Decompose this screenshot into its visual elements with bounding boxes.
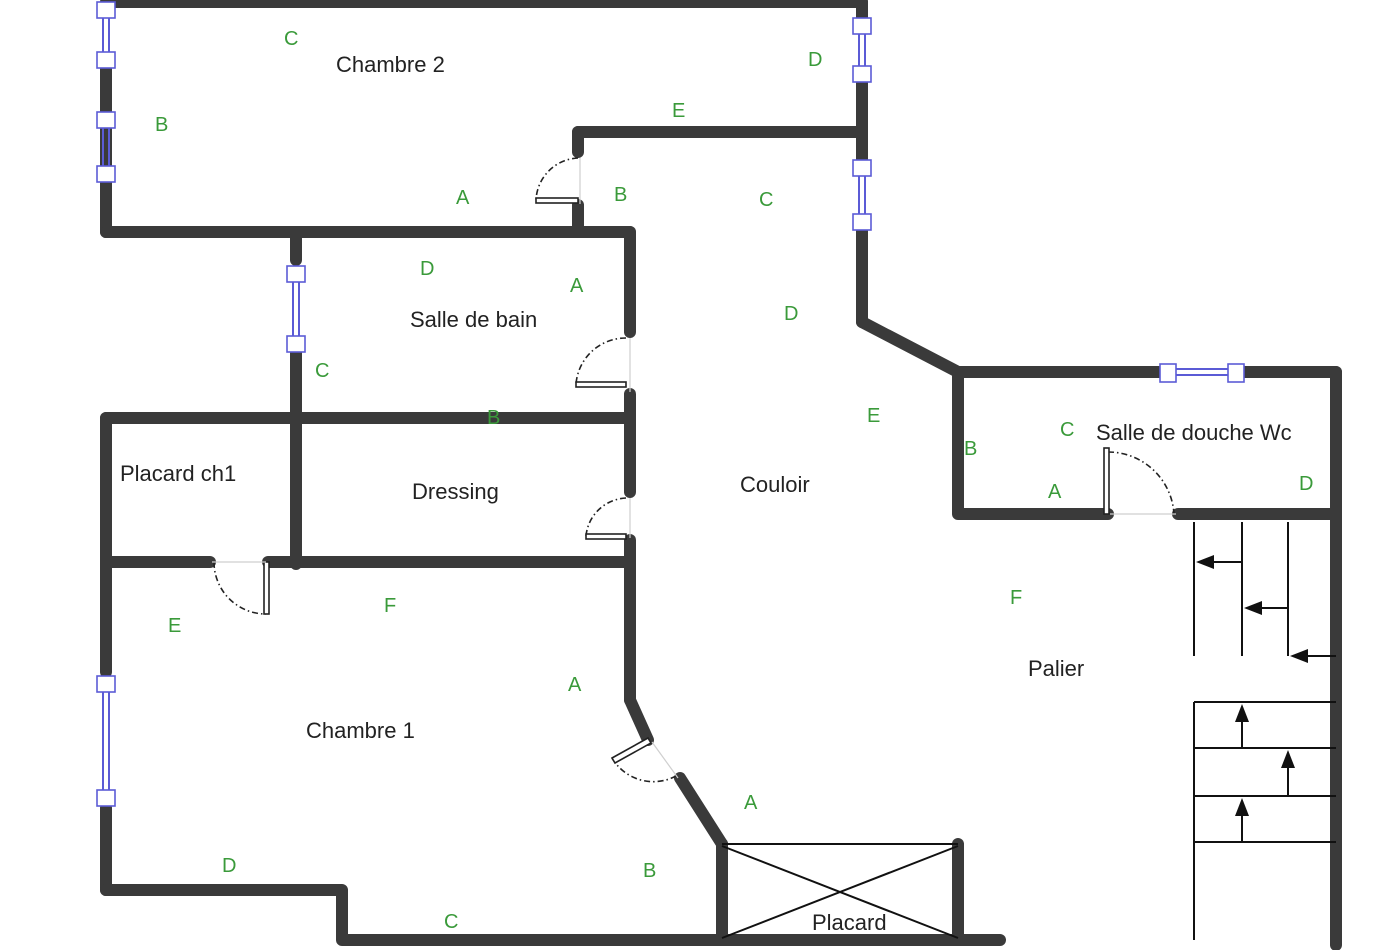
label-placard: Placard bbox=[812, 910, 887, 935]
label-palier: Palier bbox=[1028, 656, 1084, 681]
window-ch1-2 bbox=[96, 789, 116, 807]
letter-sdd-a: A bbox=[1048, 481, 1062, 503]
letter-cou-f: F bbox=[1010, 587, 1022, 609]
letter-ch2-d: D bbox=[808, 49, 822, 71]
window-right-a1 bbox=[852, 17, 872, 35]
letter-cou-d: D bbox=[784, 303, 798, 325]
door-placard-ch1-arc bbox=[213, 561, 267, 615]
door-dressing-leaf bbox=[585, 533, 627, 540]
window-sdb-1 bbox=[286, 265, 306, 283]
letter-pal-a: A bbox=[744, 792, 758, 814]
door-dressing-arc bbox=[585, 497, 627, 537]
window-sdb-2 bbox=[286, 335, 306, 353]
window-sdd-1 bbox=[1159, 363, 1177, 383]
window-ch2-left-a1 bbox=[96, 1, 116, 19]
door-ch1-gap bbox=[651, 741, 679, 779]
wall-sdd-left bbox=[856, 316, 1114, 520]
letter-ch1-a: A bbox=[568, 674, 582, 696]
window-right-a2 bbox=[852, 65, 872, 83]
letter-sdd-b: B bbox=[964, 438, 977, 460]
letter-ch2-c: C bbox=[284, 28, 298, 50]
letter-sdb-b: B bbox=[487, 407, 500, 429]
letter-ch1-e: E bbox=[168, 615, 181, 637]
door-ch1-leaf bbox=[610, 736, 653, 765]
letter-sdd-c: C bbox=[1060, 419, 1074, 441]
window-ch1-1 bbox=[96, 675, 116, 693]
label-chambre2: Chambre 2 bbox=[336, 52, 445, 77]
door-sdb-leaf bbox=[575, 381, 627, 388]
staircase bbox=[1193, 522, 1336, 940]
letter-cou-b: B bbox=[614, 184, 627, 206]
stair-arrow-5-icon bbox=[1281, 750, 1295, 768]
letter-cou-c: C bbox=[759, 189, 773, 211]
stair-arrow-1-icon bbox=[1196, 555, 1214, 569]
letter-sdb-a: A bbox=[570, 275, 584, 297]
stair-arrow-2-icon bbox=[1244, 601, 1262, 615]
door-ch2-arc bbox=[535, 157, 579, 201]
wall-letters: C D B E A B C D E F D A C B C B A D E F … bbox=[155, 28, 1313, 933]
windows bbox=[96, 1, 1245, 807]
door-sdb-arc bbox=[575, 337, 627, 385]
label-chambre1: Chambre 1 bbox=[306, 718, 415, 743]
window-right-b2 bbox=[852, 213, 872, 231]
letter-ch1-d: D bbox=[222, 855, 236, 877]
letter-ch1-f: F bbox=[384, 595, 396, 617]
letter-cou-e: E bbox=[867, 405, 880, 427]
letter-sdb-d: D bbox=[420, 258, 434, 280]
label-salle-de-bain: Salle de bain bbox=[410, 307, 537, 332]
letter-sdd-d: D bbox=[1299, 473, 1313, 495]
window-sdd-2 bbox=[1227, 363, 1245, 383]
label-dressing: Dressing bbox=[412, 479, 499, 504]
placard-cross bbox=[721, 843, 959, 939]
window-ch2-left-b2 bbox=[96, 165, 116, 183]
letter-ch2-e: E bbox=[672, 100, 685, 122]
wall-diag-b bbox=[674, 772, 728, 850]
walls bbox=[100, 0, 1342, 950]
door-ch1-arc bbox=[611, 757, 677, 783]
label-placard-ch1: Placard ch1 bbox=[120, 461, 236, 486]
door-sdd-leaf bbox=[1103, 447, 1110, 515]
stair-arrow-3-icon bbox=[1290, 649, 1308, 663]
letter-sdb-c: C bbox=[315, 360, 329, 382]
stair-arrow-6-icon bbox=[1235, 798, 1249, 816]
placard-cross-b bbox=[721, 845, 959, 939]
doors bbox=[212, 157, 1176, 783]
door-ch2-leaf bbox=[535, 197, 579, 204]
door-sdd-arc bbox=[1107, 451, 1175, 515]
letter-ch2-a: A bbox=[456, 187, 470, 209]
door-placard-ch1-leaf bbox=[263, 561, 270, 615]
wall-ch1-bottom bbox=[100, 884, 728, 946]
letter-ch2-b: B bbox=[155, 114, 168, 136]
label-couloir: Couloir bbox=[740, 472, 810, 497]
letter-ch1-b: B bbox=[643, 860, 656, 882]
window-ch2-left-b1 bbox=[96, 111, 116, 129]
label-salle-de-douche: Salle de douche Wc bbox=[1096, 420, 1292, 445]
letter-ch1-c: C bbox=[444, 911, 458, 933]
window-ch2-left-a2 bbox=[96, 51, 116, 69]
window-right-b1 bbox=[852, 159, 872, 177]
room-labels: Chambre 2 Salle de bain Placard ch1 Dres… bbox=[120, 52, 1292, 935]
stair-arrow-4-icon bbox=[1235, 704, 1249, 722]
wall-diag-a bbox=[624, 694, 654, 746]
